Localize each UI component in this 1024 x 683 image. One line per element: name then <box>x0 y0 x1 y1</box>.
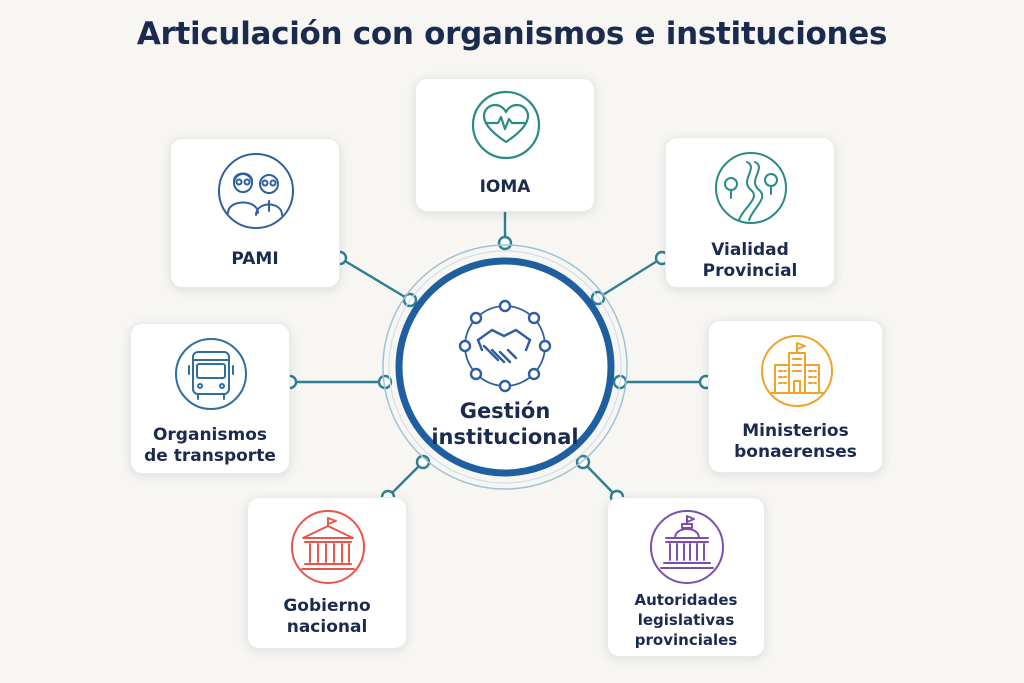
road-trees-icon <box>715 152 787 224</box>
bus-icon <box>175 338 247 410</box>
card-gobierno-label: Gobierno nacional <box>283 596 371 637</box>
card-ioma-label: IOMA <box>479 177 531 197</box>
card-gobierno[interactable]: Gobierno nacional <box>247 497 407 649</box>
connector-autoridades <box>582 461 618 498</box>
card-vialidad-label: Vialidad Provincial <box>702 240 798 281</box>
hub-middle-ring <box>388 250 622 484</box>
hub-outer-ring <box>382 244 628 490</box>
card-transporte-label: Organismos de transporte <box>144 425 276 466</box>
card-pami[interactable]: PAMI <box>170 138 340 288</box>
card-ministerios-label: Ministerios bonaerenses <box>734 421 857 462</box>
hub-circle <box>395 257 615 477</box>
connector-vialidad <box>597 256 663 300</box>
card-pami-label: PAMI <box>231 249 279 269</box>
legislature-dome-icon <box>650 510 724 584</box>
card-ioma[interactable]: IOMA <box>415 78 595 212</box>
hub-label: Gestión institucional <box>431 399 579 449</box>
connector-gobierno <box>387 461 424 498</box>
card-vialidad[interactable]: Vialidad Provincial <box>665 137 835 288</box>
card-autoridades-label: Autoridades legislativas provinciales <box>634 591 738 649</box>
node-dot-ioma <box>497 235 513 251</box>
heart-pulse-icon <box>471 90 541 160</box>
connector-pami <box>339 256 411 302</box>
card-transporte[interactable]: Organismos de transporte <box>130 323 290 474</box>
handshake-network-icon <box>458 299 552 393</box>
diagram-title: Articulación con organismos e institucio… <box>136 16 888 52</box>
card-ministerios[interactable]: Ministerios bonaerenses <box>708 320 883 473</box>
elderly-couple-icon <box>218 153 294 229</box>
government-building-icon <box>761 335 833 407</box>
capitol-columns-icon <box>291 510 365 584</box>
card-autoridades[interactable]: Autoridades legislativas provinciales <box>607 497 765 657</box>
